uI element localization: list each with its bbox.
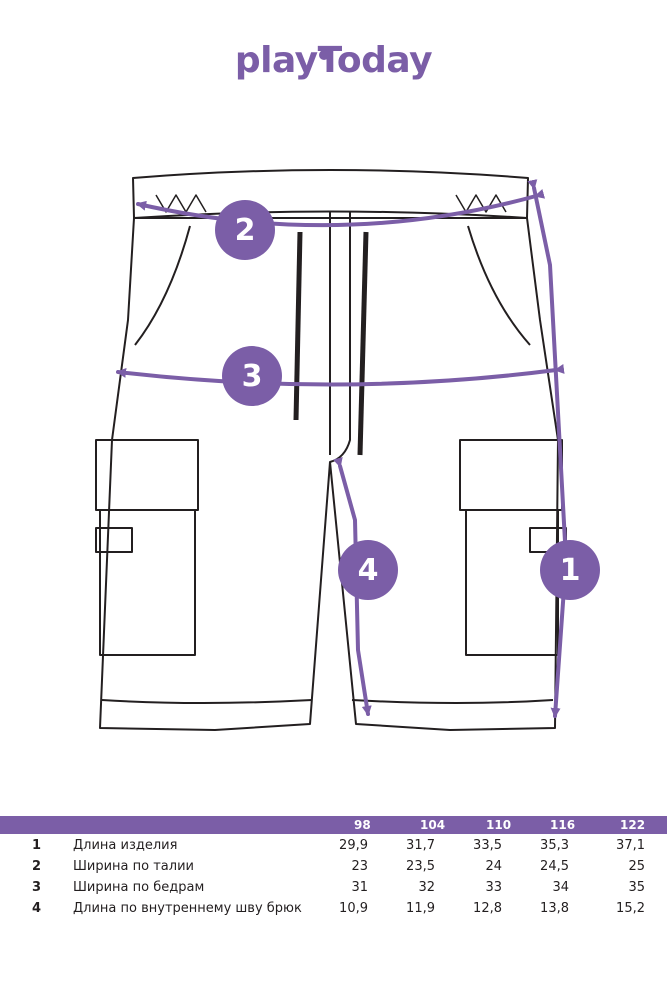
marker-3: 3 xyxy=(222,346,282,406)
cell-value: 34 xyxy=(552,880,569,895)
brand-logo: playToday xyxy=(0,40,667,81)
row-number: 4 xyxy=(32,901,42,916)
logo-dot-icon xyxy=(319,50,329,60)
size-header: 116 xyxy=(550,818,576,832)
row-label: Ширина по талии xyxy=(73,859,194,874)
left-drawstring xyxy=(293,231,303,421)
marker-1-label: 1 xyxy=(560,553,581,588)
marker-2: 2 xyxy=(215,200,275,260)
cell-value: 31 xyxy=(351,880,368,895)
right-hem xyxy=(351,699,554,704)
size-header: 122 xyxy=(620,818,646,832)
marker-4: 4 xyxy=(338,540,398,600)
hip-measure-line xyxy=(116,364,565,387)
row-number: 1 xyxy=(32,838,42,853)
row-number: 2 xyxy=(32,859,42,874)
table-row: 2 Ширина по талии 23 23,5 24 24,5 25 xyxy=(0,855,667,876)
table-row: 3 Ширина по бедрам 31 32 33 34 35 xyxy=(0,876,667,897)
cell-value: 10,9 xyxy=(339,901,368,916)
cell-value: 24 xyxy=(485,859,502,874)
cell-value: 13,8 xyxy=(540,901,569,916)
table-row: 1 Длина изделия 29,9 31,7 33,5 35,3 37,1 xyxy=(0,834,667,855)
brand-logo-text: playToday xyxy=(234,40,433,81)
size-header: 104 xyxy=(420,818,446,832)
cell-value: 23 xyxy=(351,859,368,874)
size-header: 98 xyxy=(354,818,371,832)
cell-value: 15,2 xyxy=(616,901,645,916)
cell-value: 24,5 xyxy=(540,859,569,874)
row-label: Длина по внутреннему шву брюк xyxy=(73,901,302,916)
left-tab xyxy=(95,527,133,553)
row-label: Длина изделия xyxy=(73,838,178,853)
shorts-technical-drawing: 2 3 4 1 xyxy=(95,169,600,731)
length-measure-line xyxy=(527,179,569,718)
left-cargo-pocket xyxy=(99,509,196,656)
measurement-lines xyxy=(116,179,569,718)
row-number: 3 xyxy=(32,880,42,895)
shorts-outline xyxy=(95,169,567,731)
cell-value: 23,5 xyxy=(406,859,435,874)
cell-value: 32 xyxy=(418,880,435,895)
marker-1: 1 xyxy=(540,540,600,600)
cell-value: 29,9 xyxy=(339,838,368,853)
fly-stitch xyxy=(329,212,351,463)
right-pocket xyxy=(467,225,531,346)
cell-value: 11,9 xyxy=(406,901,435,916)
cell-value: 33,5 xyxy=(473,838,502,853)
cell-value: 33 xyxy=(485,880,502,895)
cell-value: 35,3 xyxy=(540,838,569,853)
left-hem xyxy=(101,699,313,704)
cell-value: 25 xyxy=(628,859,645,874)
cell-value: 31,7 xyxy=(406,838,435,853)
right-cargo-flap xyxy=(459,439,563,511)
size-header: 110 xyxy=(486,818,512,832)
table-row: 4 Длина по внутреннему шву брюк 10,9 11,… xyxy=(0,897,667,918)
waist-measure-line xyxy=(136,189,546,228)
size-table: 98 104 110 116 122 1 Длина изделия 29,9 … xyxy=(0,816,667,918)
right-drawstring xyxy=(357,231,369,456)
cell-value: 35 xyxy=(628,880,645,895)
cell-value: 12,8 xyxy=(473,901,502,916)
left-pocket xyxy=(134,225,191,346)
marker-4-label: 4 xyxy=(358,553,379,588)
size-header-row: 98 104 110 116 122 xyxy=(0,816,667,834)
cell-value: 37,1 xyxy=(616,838,645,853)
row-label: Ширина по бедрам xyxy=(73,880,205,895)
marker-2-label: 2 xyxy=(235,213,256,248)
marker-3-label: 3 xyxy=(242,359,263,394)
